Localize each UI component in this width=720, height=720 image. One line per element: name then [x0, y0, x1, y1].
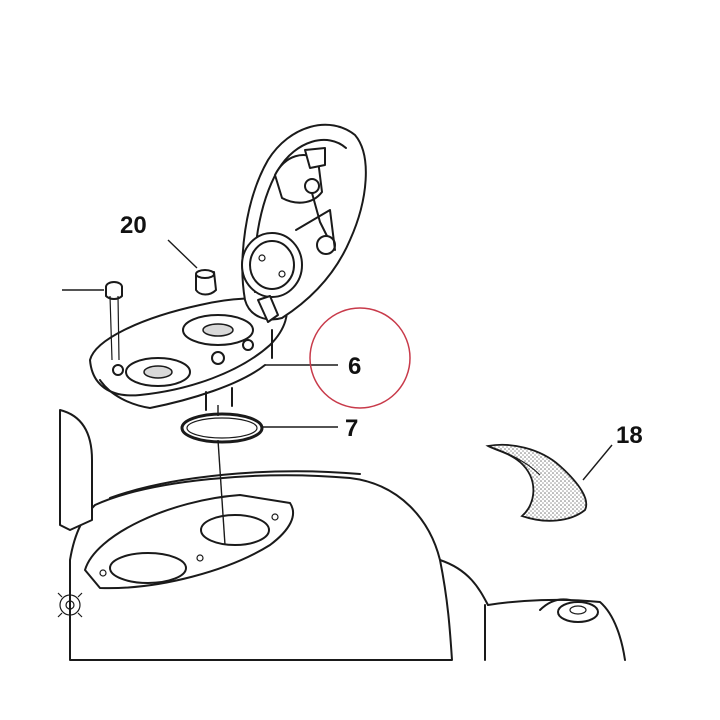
o-ring-part — [180, 412, 264, 444]
callout-18: 18 — [616, 422, 643, 449]
cog-symbol-icon — [57, 592, 83, 618]
screw-part — [62, 281, 123, 361]
filler-cap-assembly — [89, 123, 367, 411]
highlight-circle — [309, 307, 411, 409]
callout-20: 20 — [120, 212, 147, 239]
fuel-tank — [57, 409, 626, 661]
grommet-part — [195, 269, 217, 296]
callout-6: 6 — [348, 353, 361, 380]
trim-cover-part — [485, 443, 588, 522]
callout-7: 7 — [345, 415, 358, 442]
leader-20 — [167, 239, 198, 269]
leader-18 — [582, 444, 613, 481]
